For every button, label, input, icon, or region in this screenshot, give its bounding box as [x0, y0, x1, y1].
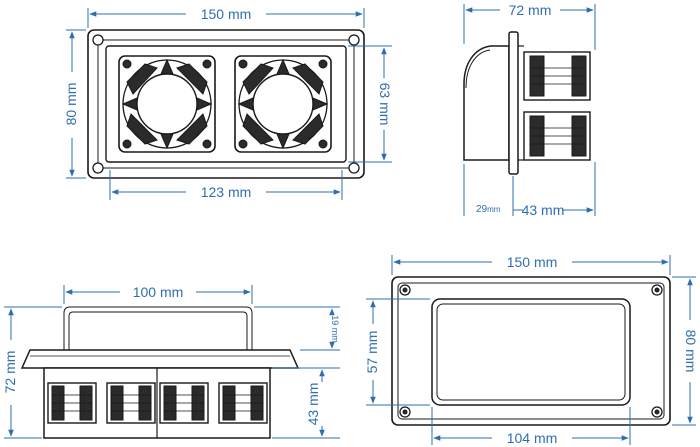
top-flange	[20, 349, 300, 369]
rear-width-label: 150 mm	[507, 254, 558, 270]
rear-view: 150 mm 80 mm 57 mm 104 mm	[364, 254, 699, 446]
front-opening-height-label: 63 mm	[377, 83, 393, 126]
rear-opening	[431, 298, 631, 406]
front-view: 150 mm 80 mm 123 mm 63 mm	[63, 6, 393, 200]
front-flange-inner	[97, 39, 355, 169]
top-view: 100 mm 72 mm 19 mm 43 mm	[2, 284, 340, 439]
rear-height-label: 80 mm	[683, 330, 699, 373]
rear-opening-height-label: 57 mm	[364, 331, 380, 374]
top-handle-width-label: 100 mm	[133, 284, 184, 300]
side-view: 72 mm 29mm 43 mm	[463, 2, 596, 218]
side-flange	[508, 31, 519, 175]
side-rear-depth-label: 43 mm	[522, 202, 565, 218]
top-fan-1-icon	[47, 382, 97, 424]
fan-right-icon	[234, 55, 332, 153]
mount-hole-icon	[348, 34, 360, 46]
rear-flange-inner	[397, 282, 665, 420]
front-width-label: 150 mm	[201, 6, 252, 22]
mount-hole-icon	[348, 162, 360, 174]
front-opening-width-label: 123 mm	[201, 184, 252, 200]
top-fan-2-icon	[106, 382, 156, 424]
top-handle	[63, 306, 253, 350]
top-flange-label: 19 mm	[330, 315, 340, 343]
side-front-depth-value: 29	[476, 204, 488, 215]
side-depth-label: 72 mm	[509, 2, 552, 18]
top-total-height-label: 72 mm	[2, 351, 18, 394]
side-front-depth-label: 29mm	[476, 204, 501, 215]
mount-hole-icon	[92, 162, 104, 174]
mount-hole-icon	[92, 34, 104, 46]
side-front-depth-unit: mm	[487, 205, 501, 214]
fan-left-icon	[118, 55, 216, 153]
rear-opening-width-label: 104 mm	[507, 430, 558, 446]
front-height-label: 80 mm	[63, 83, 79, 126]
side-hood	[463, 45, 510, 161]
top-body-label: 43 mm	[305, 383, 321, 426]
top-fan-4-icon	[218, 382, 268, 424]
top-fan-3-icon	[159, 382, 209, 424]
